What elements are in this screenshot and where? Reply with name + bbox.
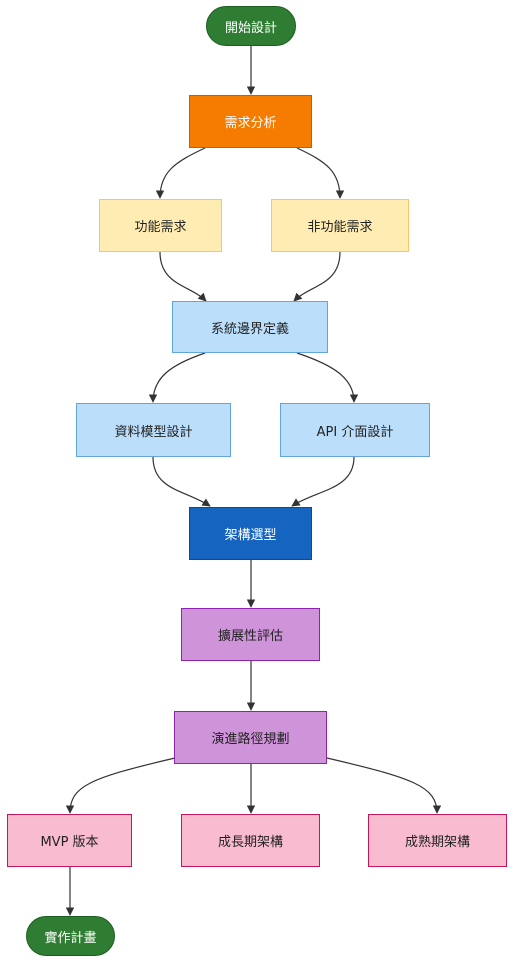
node-mvp: MVP 版本 [7,814,132,867]
node-evolution: 演進路徑規劃 [174,711,327,764]
node-api: API 介面設計 [280,403,430,457]
node-data-model: 資料模型設計 [76,403,231,457]
edge-requirements-nonfunctional [296,147,345,199]
node-scalability: 擴展性評估 [181,608,320,661]
edge-datamodel-architecture [152,456,211,507]
node-boundary: 系統邊界定義 [172,301,328,353]
node-nonfunctional: 非功能需求 [271,199,409,252]
node-architecture: 架構選型 [189,507,312,560]
edge-boundary-datamodel [148,352,206,403]
edge-evolution-mature [326,757,442,814]
edge-boundary-api [296,352,359,403]
edge-evolution-mvp [65,757,176,814]
node-mature: 成熟期架構 [368,814,507,867]
edge-api-architecture [291,456,355,507]
node-functional: 功能需求 [99,199,222,252]
node-growth: 成長期架構 [181,814,320,867]
node-requirements: 需求分析 [189,95,312,148]
edge-nonfunctional-boundary [293,251,341,302]
edge-requirements-functional [155,147,206,199]
node-implement: 實作計畫 [26,916,115,956]
edge-functional-boundary [159,251,207,302]
node-start: 開始設計 [206,6,296,46]
